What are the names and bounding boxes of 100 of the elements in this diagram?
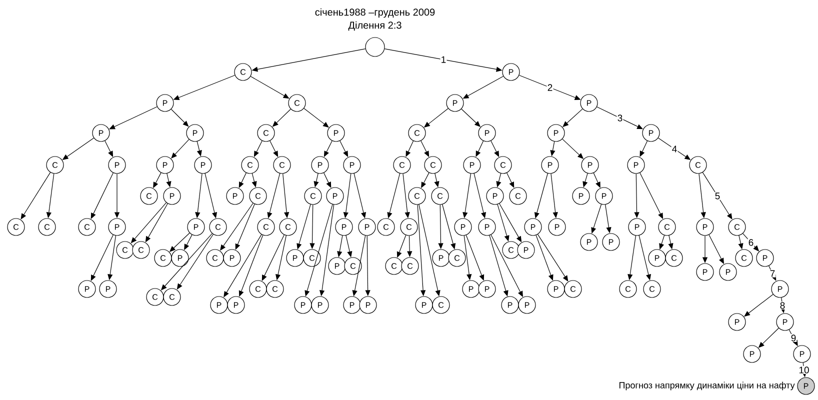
tree-node: P xyxy=(771,280,789,298)
tree-node: P xyxy=(743,345,761,363)
tree-node: P xyxy=(108,156,126,174)
tree-node: P xyxy=(602,233,620,251)
tree-node: C xyxy=(7,218,25,236)
tree-node: C xyxy=(658,218,676,236)
edge-label: 2 xyxy=(546,84,554,92)
tree-node: P xyxy=(415,296,433,314)
edge-label: 1 xyxy=(440,56,447,64)
edge-label: 5 xyxy=(714,192,721,200)
tree-node: P xyxy=(311,296,329,314)
tree-node: C xyxy=(288,94,306,112)
tree-node: C xyxy=(257,124,275,142)
tree-node: C xyxy=(273,156,291,174)
tree-node: C xyxy=(689,156,707,174)
tree-node: C xyxy=(132,241,150,259)
edge-label: 7 xyxy=(769,270,776,278)
tree-node: C xyxy=(78,218,96,236)
arrow xyxy=(170,108,189,127)
tree-node: C xyxy=(249,280,267,298)
arrow xyxy=(224,234,262,298)
tree-node: P xyxy=(501,296,519,314)
tree-node: P xyxy=(776,313,794,331)
tree-node: P xyxy=(595,187,613,205)
tree-node: C xyxy=(257,218,275,236)
tree-node: P xyxy=(696,263,714,281)
tree-node: C xyxy=(140,187,158,205)
tree-node: P xyxy=(78,280,96,298)
tree-node: C xyxy=(206,249,224,267)
arrow xyxy=(252,173,257,188)
tree-node: P xyxy=(359,296,377,314)
tree-node: P xyxy=(454,218,472,236)
tree-node: P xyxy=(572,187,590,205)
tree-node: P xyxy=(628,218,646,236)
tree-node: C xyxy=(393,156,411,174)
forecast-note: Прогноз напрямку динаміки ціни на нафту xyxy=(619,382,795,390)
tree-node: C xyxy=(728,218,746,236)
tree-node: P xyxy=(541,156,559,174)
tree-node: P xyxy=(343,156,361,174)
edge-label: 10 xyxy=(798,366,810,374)
tree-node: P xyxy=(226,187,244,205)
tree-node: C xyxy=(564,280,582,298)
tree-node: C xyxy=(643,280,661,298)
arrow xyxy=(442,204,456,250)
arrow xyxy=(109,106,158,130)
tree-node: C xyxy=(209,218,227,236)
tree-node: P xyxy=(223,249,241,267)
tree-node: P xyxy=(719,263,737,281)
tree-node: C xyxy=(344,257,362,275)
tree-node: C xyxy=(234,63,252,81)
tree-node: P xyxy=(627,156,645,174)
tree-node: P xyxy=(227,296,245,314)
tree-node: C xyxy=(408,124,426,142)
tree-node: P xyxy=(294,296,312,314)
tree-node: P xyxy=(581,156,599,174)
tree-node: P xyxy=(518,296,536,314)
tree-node: P xyxy=(642,124,660,142)
tree-node: P xyxy=(648,249,666,267)
tree-node: P xyxy=(793,345,811,363)
tree-node: P xyxy=(524,218,542,236)
tree-node: C xyxy=(46,156,64,174)
tree-node: P xyxy=(210,296,228,314)
tree-node: P xyxy=(462,280,480,298)
title: січень1988 –грудень 2009 xyxy=(315,8,435,18)
arrow xyxy=(196,141,202,156)
tree-node: C xyxy=(502,241,520,259)
tree-node: P xyxy=(163,187,181,205)
tree-node: P xyxy=(326,187,344,205)
tree-node: C xyxy=(432,296,450,314)
tree-node: P xyxy=(156,156,174,174)
tree-node: P xyxy=(548,218,566,236)
tree-node: P xyxy=(328,257,346,275)
tree-node: P xyxy=(486,187,504,205)
tree-node: C xyxy=(619,280,637,298)
tree-node: P xyxy=(171,249,189,267)
tree-node: P xyxy=(547,124,565,142)
tree-node: P xyxy=(478,218,496,236)
tree-node: P xyxy=(335,218,353,236)
tree-node: C xyxy=(116,241,134,259)
tree-node: C xyxy=(146,288,164,306)
tree-node: C xyxy=(735,249,753,267)
tree-node: P xyxy=(547,280,565,298)
tree-node: P xyxy=(108,218,126,236)
tree-node: P xyxy=(502,63,520,81)
tree-node: C xyxy=(154,249,172,267)
tree-node: C xyxy=(241,156,259,174)
tree-node: P xyxy=(99,280,117,298)
tree-node: C xyxy=(249,187,267,205)
tree-node: C xyxy=(377,218,395,236)
root-circle xyxy=(365,37,385,57)
tree-node: P xyxy=(156,94,174,112)
tree-node: P xyxy=(358,218,376,236)
tree-node: P xyxy=(478,280,496,298)
tree-node: C xyxy=(424,156,442,174)
tree-node: C xyxy=(385,257,403,275)
tree-node: P xyxy=(517,241,535,259)
tree-node: P xyxy=(343,296,361,314)
arrow xyxy=(387,173,400,218)
tree-node: P xyxy=(580,233,598,251)
tree-node: P xyxy=(797,377,815,395)
